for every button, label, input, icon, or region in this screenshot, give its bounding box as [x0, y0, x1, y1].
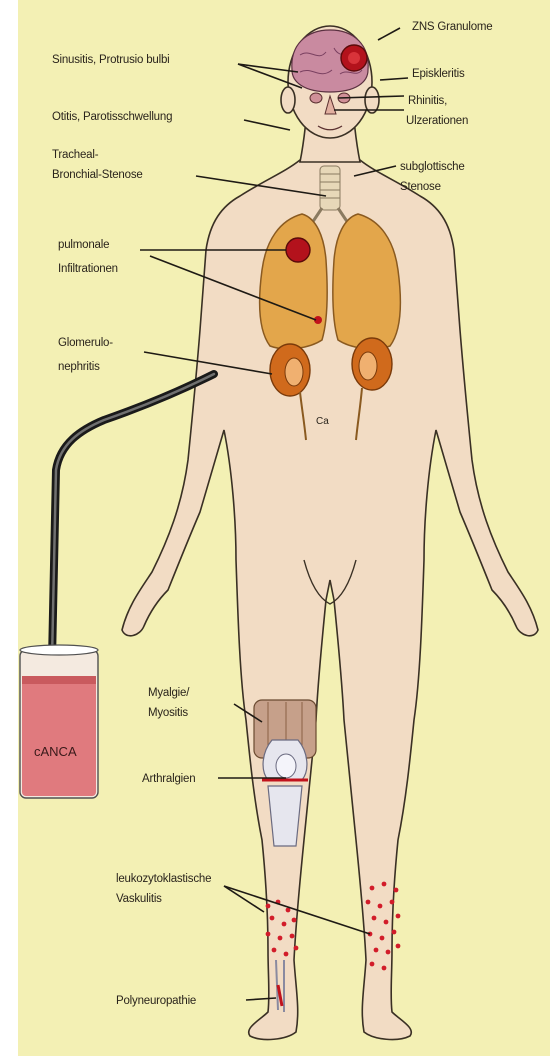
label-myalgie-2: Myositis: [148, 707, 188, 719]
zns-granulom-core: [348, 52, 360, 64]
label-glomerulo-1: Glomerulo-: [58, 337, 113, 349]
patella: [276, 754, 296, 778]
label-episkleritis: Episkleritis: [412, 68, 465, 80]
label-canca: cANCA: [34, 744, 77, 759]
label-rhinitis-2: Ulzerationen: [406, 115, 468, 127]
label-sinusitis: Sinusitis, Protrusio bulbi: [52, 54, 170, 66]
label-pulmonale-2: Infiltrationen: [58, 263, 118, 275]
label-otitis: Otitis, Parotisschwellung: [52, 111, 172, 123]
right-ear: [365, 87, 379, 113]
label-tracheal-2: Bronchial-Stenose: [52, 169, 143, 181]
label-leuko-1: leukozytoklastische: [116, 873, 211, 885]
label-zns-granulome: ZNS Granulome: [412, 21, 492, 33]
label-subglottisch-1: subglottische: [400, 161, 465, 173]
label-myalgie-1: Myalgie/: [148, 687, 190, 699]
label-ca: Ca: [316, 416, 329, 427]
label-tracheal-1: Tracheal-: [52, 149, 99, 161]
tibia-bone: [268, 786, 302, 846]
label-rhinitis-1: Rhinitis,: [408, 95, 447, 107]
left-ear: [281, 87, 295, 113]
label-subglottisch-2: Stenose: [400, 181, 441, 193]
label-leuko-2: Vaskulitis: [116, 893, 162, 905]
label-glomerulo-2: nephritis: [58, 361, 100, 373]
pulmonary-infiltrate-lesion: [286, 238, 310, 262]
label-pulmonale-1: pulmonale: [58, 239, 109, 251]
label-polyneuropathie: Polyneuropathie: [116, 995, 196, 1007]
label-arthralgien: Arthralgien: [142, 773, 195, 785]
canca-test-tube: [20, 645, 98, 798]
tube-blood-fill: [22, 676, 96, 796]
left-eye: [310, 93, 322, 103]
